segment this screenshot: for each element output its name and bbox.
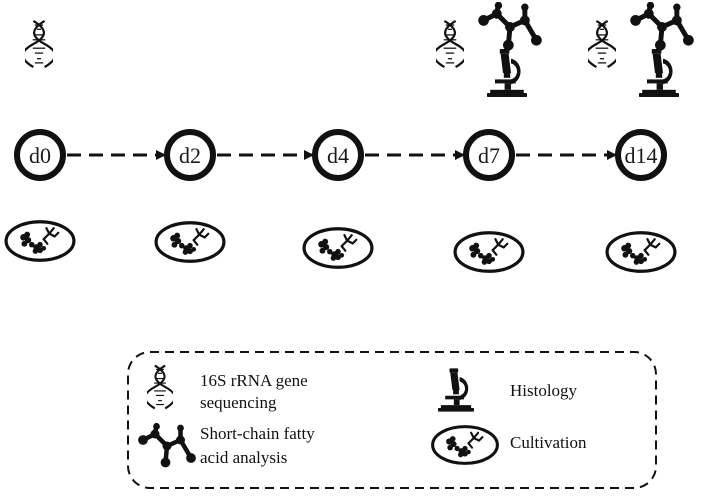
legend-label-cultivation: Cultivation: [510, 433, 587, 452]
legend-frame: [127, 351, 657, 489]
timepoint-node-d7: [463, 129, 515, 181]
microscope-icon: [639, 49, 679, 97]
timepoint-label-d4: d4: [327, 143, 349, 168]
timepoint-node-d4: [312, 129, 364, 181]
timepoint-label-d2: d2: [179, 143, 201, 168]
timepoint-node-d14: [615, 129, 667, 181]
molecule-icon: [138, 423, 196, 467]
legend-label-histology: Histology: [510, 381, 578, 400]
microscope-icon: [438, 368, 474, 412]
timepoint-label-d14: d14: [625, 143, 658, 168]
petri-dish-icon: [431, 425, 499, 465]
timeline-nodes: d0 d2 d4 d7 d14: [14, 129, 667, 181]
molecule-icon: [478, 2, 542, 51]
legend-label-scfa-line2: acid analysis: [200, 448, 287, 467]
petri-dish-icon: [453, 231, 525, 273]
legend: 16S rRNA gene sequencing Short-chain fat…: [127, 351, 657, 489]
sample-icons: [25, 2, 694, 97]
dna-icon: [588, 19, 616, 69]
legend-label-sequencing-line2: sequencing: [200, 393, 277, 412]
legend-label-sequencing-line1: 16S rRNA gene: [200, 371, 308, 390]
cultivation-row: [4, 220, 677, 273]
molecule-icon: [630, 2, 694, 51]
microscope-icon: [487, 49, 527, 97]
timepoint-label-d0: d0: [29, 143, 51, 168]
dna-icon: [436, 19, 464, 69]
dna-icon: [147, 364, 173, 410]
timepoint-node-d0: [14, 129, 66, 181]
petri-dish-icon: [302, 227, 374, 269]
petri-dish-icon: [605, 231, 677, 273]
petri-dish-icon: [154, 221, 226, 263]
timepoint-node-d2: [164, 129, 216, 181]
dna-icon: [25, 19, 53, 69]
petri-dish-icon: [4, 220, 76, 262]
timepoint-label-d7: d7: [478, 143, 500, 168]
legend-label-scfa-line1: Short-chain fatty: [200, 424, 315, 443]
